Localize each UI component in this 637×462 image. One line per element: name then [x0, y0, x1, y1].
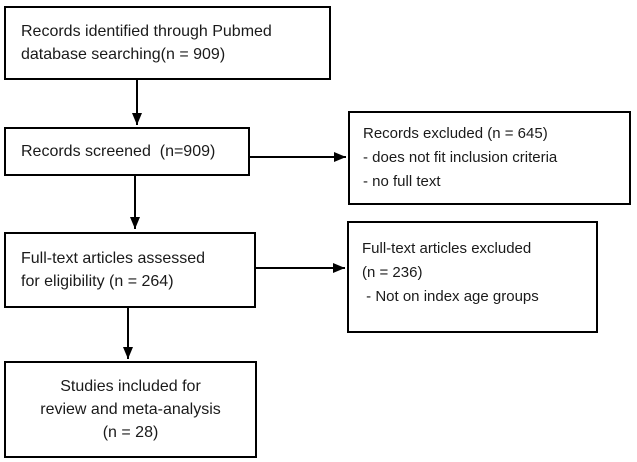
fulltext-assessed-box-line-2: for eligibility (n = 264): [21, 273, 174, 290]
fulltext-excluded-box-line-1: Full-text articles excluded: [362, 240, 532, 257]
fulltext-excluded-box-line-3: - Not on index age groups: [362, 288, 539, 305]
fulltext-assessed-box: Full-text articles assessed for eligibil…: [4, 232, 256, 308]
screened-box: Records screened (n=909): [4, 127, 250, 176]
records-excluded-box-line-3: - no full text: [363, 173, 441, 190]
records-excluded-box: Records excluded (n = 645) - does not fi…: [348, 111, 631, 205]
included-box-line-1: Studies included for: [60, 378, 201, 395]
screened-box-line-1: Records screened (n=909): [21, 143, 216, 160]
records-excluded-box-line-2: - does not fit inclusion criteria: [363, 149, 558, 166]
identified-box-line-1: Records identified through Pubmed: [21, 23, 272, 40]
included-box-line-2: review and meta-analysis: [40, 401, 221, 418]
fulltext-assessed-box-line-1: Full-text articles assessed: [21, 250, 206, 267]
identified-box: Records identified through Pubmed databa…: [4, 6, 331, 80]
included-box: Studies included for review and meta-ana…: [4, 361, 257, 458]
included-box-line-3: (n = 28): [102, 424, 159, 441]
identified-box-line-2: database searching(n = 909): [21, 46, 226, 63]
fulltext-excluded-box: Full-text articles excluded (n = 236) - …: [347, 221, 598, 333]
fulltext-excluded-box-line-2: (n = 236): [362, 264, 423, 281]
records-excluded-box-line-1: Records excluded (n = 645): [363, 125, 548, 142]
